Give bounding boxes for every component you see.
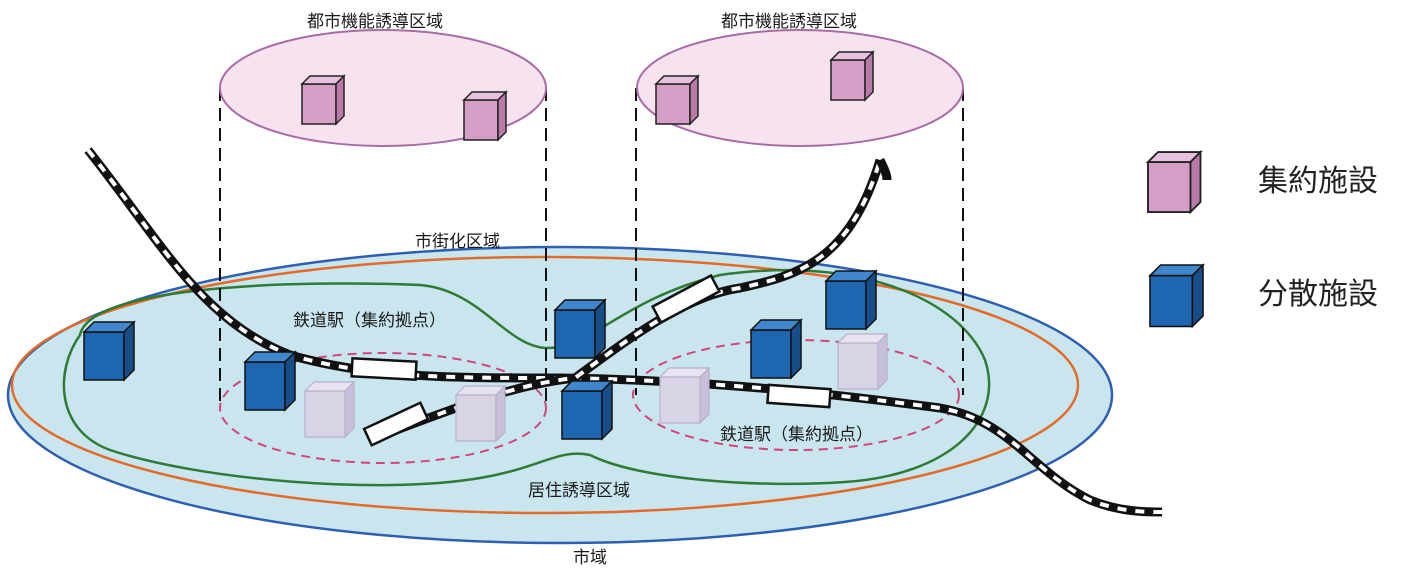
dispersed-facility-cube <box>244 351 296 411</box>
station-right-label: 鉄道駅（集約拠点） <box>720 425 873 445</box>
faded-facility-cube <box>304 381 355 438</box>
dispersed-facility-cube <box>83 321 135 381</box>
dispersed-facility-cube <box>750 319 802 379</box>
legend-dispersed-label: 分散施設 <box>1258 277 1378 312</box>
aggregated-facility-cube <box>463 91 507 141</box>
aggregated-facility-cube <box>830 51 874 101</box>
aggregated-facility-cube <box>655 75 699 125</box>
residential-area-label: 居住誘導区域 <box>528 481 630 501</box>
dispersed-facility-cube <box>554 299 606 359</box>
train-car <box>350 357 418 381</box>
train-cars <box>350 273 832 447</box>
train-car <box>362 401 430 447</box>
dispersed-facility-cube <box>561 380 613 440</box>
aggregated-facility-cube <box>301 75 345 125</box>
induction-area-right <box>636 29 964 147</box>
legend-aggregated-label: 集約施設 <box>1258 164 1378 199</box>
legend-aggregated-icon <box>1147 151 1202 213</box>
induction-area-right-label: 都市機能誘導区域 <box>721 12 857 32</box>
train-car <box>650 273 722 325</box>
train-car <box>766 383 832 409</box>
dispersed-facility-cube <box>825 270 877 330</box>
legend-dispersed-icon <box>1149 264 1204 328</box>
urbanization-area-label: 市街化区域 <box>415 232 500 252</box>
induction-area-left-label: 都市機能誘導区域 <box>307 12 443 32</box>
station-left-label: 鉄道駅（集約拠点） <box>293 311 446 331</box>
faded-facility-cube <box>659 367 710 424</box>
faded-facility-cube <box>455 385 506 442</box>
station-area-left <box>219 352 547 464</box>
faded-facility-cube <box>837 333 888 390</box>
city-area-label: 市域 <box>573 548 607 568</box>
projection-lines <box>219 88 964 406</box>
